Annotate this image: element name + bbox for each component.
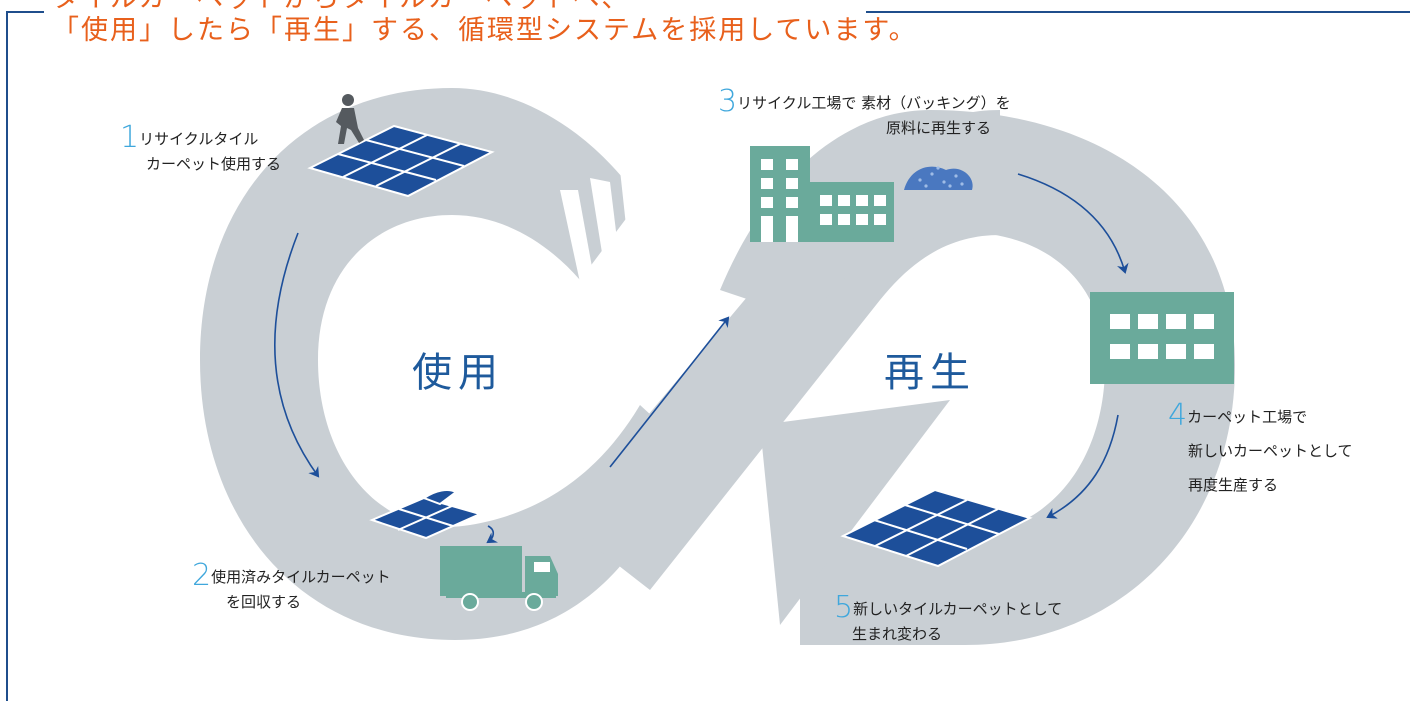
- step-3-text-line-2: 原料に再生する: [886, 119, 992, 137]
- frame-top-right-line: [866, 11, 1410, 13]
- raw-material-pile-icon: [904, 166, 973, 190]
- headline-line-2: 「使用」したら「再生」する、循環型システムを採用しています。: [52, 15, 918, 46]
- flow-arrows: [273, 173, 1129, 544]
- center-label-regenerate: 再生: [884, 350, 976, 396]
- arrow-4-to-5: [1046, 414, 1119, 519]
- headline-line-1: タイルカーペットからタイルカーペットへ、: [52, 0, 630, 14]
- step-1-label: 1リサイクルタイル カーペット使用する: [120, 123, 282, 176]
- right-loop-band: [720, 110, 1235, 645]
- step-5-number: 5: [834, 590, 854, 625]
- carpet-factory-icon: [1090, 292, 1234, 384]
- center-label-use: 使用: [412, 350, 504, 396]
- factory-windows: [761, 159, 886, 242]
- step5-new-tile-carpet: [840, 488, 1033, 568]
- step2-used-tiles: [369, 489, 483, 540]
- step-2-text-line-2: を回収する: [226, 593, 302, 611]
- arrow-3-to-4: [1017, 173, 1129, 274]
- recycling-factory-icon: [750, 146, 894, 242]
- arrow-1-to-2: [273, 232, 320, 478]
- truck-icon: [440, 546, 558, 611]
- step-5-text-line-1: 新しいタイルカーペットとして: [853, 600, 1063, 618]
- step-4-text-line-2: 新しいカーペットとして: [1188, 442, 1353, 460]
- frame-top-left-line: [6, 11, 44, 13]
- step-4-label: 4カーペット工場で 新しいカーペットとして 再度生産する: [1168, 400, 1353, 502]
- step-4-number: 4: [1168, 398, 1188, 433]
- step-2-number: 2: [192, 558, 212, 593]
- loop-arrowhead: [760, 400, 950, 625]
- frame-left-line: [6, 11, 8, 701]
- step-5-label: 5新しいタイルカーペットとして 生まれ変わる: [834, 593, 1063, 646]
- step1-tile-carpet: [307, 124, 495, 198]
- step-5-text-line-2: 生まれ変わる: [852, 625, 943, 643]
- step-2-text-line-1: 使用済みタイルカーペット: [211, 568, 391, 586]
- step-3-label: 3リサイクル工場で 素材（バッキング）を 原料に再生する: [718, 87, 1011, 140]
- step-1-text-line-2: カーペット使用する: [146, 155, 282, 173]
- step-4-text-line-1: カーペット工場で: [1187, 408, 1308, 426]
- arrow-2-to-3: [609, 316, 730, 468]
- walking-person-icon: [336, 94, 364, 144]
- step-2-label: 2使用済みタイルカーペット を回収する: [192, 561, 391, 614]
- loop-stripes: [560, 170, 694, 318]
- step-4-text-line-3: 再度生産する: [1188, 476, 1279, 494]
- step-1-number: 1: [120, 120, 140, 155]
- step-3-text-line-1: リサイクル工場で 素材（バッキング）を: [737, 94, 1011, 112]
- step-3-number: 3: [718, 84, 738, 119]
- arrow-tiles-to-truck: [486, 525, 498, 544]
- step-1-text-line-1: リサイクルタイル: [139, 130, 259, 148]
